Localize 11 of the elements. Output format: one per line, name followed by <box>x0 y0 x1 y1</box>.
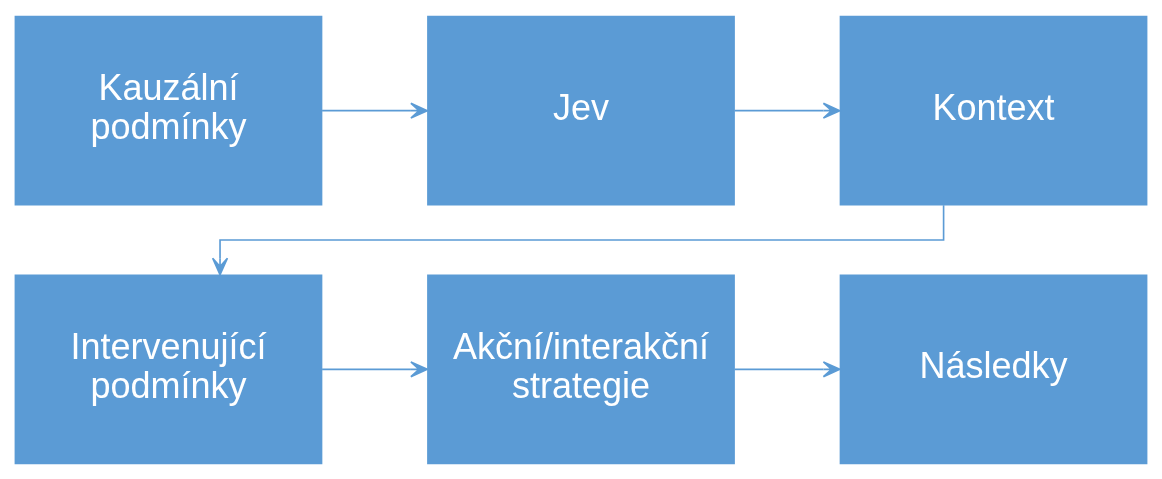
node-box: Následky <box>839 273 1148 464</box>
node-box: Intervenující podmínky <box>14 273 323 464</box>
arrow <box>733 360 841 377</box>
arrow <box>321 102 429 119</box>
arrow <box>733 102 841 119</box>
arrow <box>211 204 945 275</box>
node-box: Jev <box>427 15 735 206</box>
node-box: Kauzální podmínky <box>14 15 323 206</box>
arrow <box>321 360 429 377</box>
node-box: Akční/interakční strategie <box>427 273 735 464</box>
node-box: Kontext <box>839 15 1148 206</box>
